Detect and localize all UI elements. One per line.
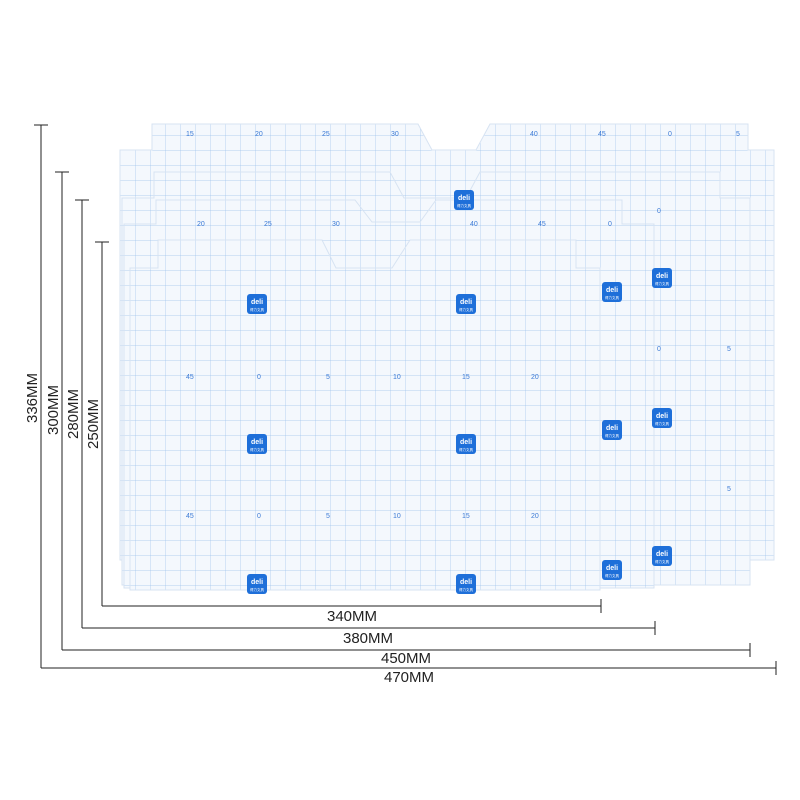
grid-number: 5 (326, 374, 330, 381)
grid-number: 30 (391, 131, 399, 138)
grid-numbers-mid: 45 0 5 10 15 20 (186, 374, 539, 381)
height-label-300: 300MM (45, 385, 62, 435)
deli-logo-brand: deli (460, 299, 472, 306)
grid-numbers-low: 45 0 5 10 15 20 (186, 513, 539, 520)
grid-number: 30 (332, 221, 340, 228)
grid-number: 15 (462, 513, 470, 520)
grid-number: 40 (530, 131, 538, 138)
width-label-380: 380MM (343, 630, 393, 647)
width-label-470: 470MM (384, 669, 434, 686)
cover-sheet-340 (129, 239, 601, 591)
grid-number: 0 (257, 374, 261, 381)
grid-numbers-back: 15 20 25 30 40 45 0 5 (186, 131, 740, 138)
grid-number: 25 (322, 131, 330, 138)
deli-logo-subtitle: 得力文具 (655, 281, 669, 286)
grid-numbers-third: 20 25 30 40 45 0 (197, 221, 612, 228)
deli-logo-brand: deli (458, 195, 470, 202)
grid-number: 10 (393, 513, 401, 520)
deli-logo-brand: deli (656, 551, 668, 558)
grid-number: 0 (657, 208, 661, 215)
deli-logo-subtitle: 得力文具 (605, 573, 619, 578)
deli-logo-subtitle: 得力文具 (457, 203, 471, 208)
grid-number: 25 (264, 221, 272, 228)
height-label-280: 280MM (65, 389, 82, 439)
width-label-450: 450MM (381, 650, 431, 667)
grid-number: 45 (598, 131, 606, 138)
deli-logo-brand: deli (656, 413, 668, 420)
dimension-lines (34, 124, 777, 675)
grid-number: 10 (393, 374, 401, 381)
grid-numbers-side: 0 5 0 5 (657, 208, 731, 493)
deli-logo-subtitle: 得力文具 (605, 433, 619, 438)
deli-logo-brand: deli (251, 579, 263, 586)
grid-number: 20 (255, 131, 263, 138)
deli-logo-brand: deli (251, 299, 263, 306)
deli-logo-brand: deli (606, 425, 618, 432)
deli-logo-brand: deli (460, 579, 472, 586)
deli-logo-subtitle: 得力文具 (655, 421, 669, 426)
grid-number: 40 (470, 221, 478, 228)
deli-logo-subtitle: 得力文具 (250, 447, 264, 452)
deli-logo-subtitle: 得力文具 (250, 587, 264, 592)
grid-number: 0 (257, 513, 261, 520)
grid-number: 5 (727, 346, 731, 353)
height-label-250: 250MM (85, 399, 102, 449)
width-label-340: 340MM (327, 608, 377, 625)
deli-logo-brand: deli (460, 439, 472, 446)
grid-number: 5 (727, 486, 731, 493)
deli-logo-subtitle: 得力文具 (459, 307, 473, 312)
deli-logo-brand: deli (606, 565, 618, 572)
deli-logo-subtitle: 得力文具 (655, 559, 669, 564)
grid-number: 0 (668, 131, 672, 138)
grid-number: 20 (531, 374, 539, 381)
deli-logo-subtitle: 得力文具 (250, 307, 264, 312)
grid-number: 15 (462, 374, 470, 381)
height-label-336: 336MM (24, 373, 41, 423)
grid-number: 5 (736, 131, 740, 138)
grid-number: 45 (538, 221, 546, 228)
deli-logo-subtitle: 得力文具 (459, 447, 473, 452)
deli-logo-brand: deli (606, 287, 618, 294)
grid-number: 20 (197, 221, 205, 228)
deli-logo-subtitle: 得力文具 (605, 295, 619, 300)
grid-number: 45 (186, 513, 194, 520)
grid-number: 15 (186, 131, 194, 138)
grid-number: 5 (326, 513, 330, 520)
grid-number: 45 (186, 374, 194, 381)
deli-logo-subtitle: 得力文具 (459, 587, 473, 592)
brand-logos: deli得力文具deli得力文具deli得力文具deli得力文具deli得力文具… (247, 190, 672, 594)
grid-number: 0 (657, 346, 661, 353)
deli-logo-brand: deli (251, 439, 263, 446)
grid-number: 0 (608, 221, 612, 228)
grid-number: 20 (531, 513, 539, 520)
deli-logo-brand: deli (656, 273, 668, 280)
